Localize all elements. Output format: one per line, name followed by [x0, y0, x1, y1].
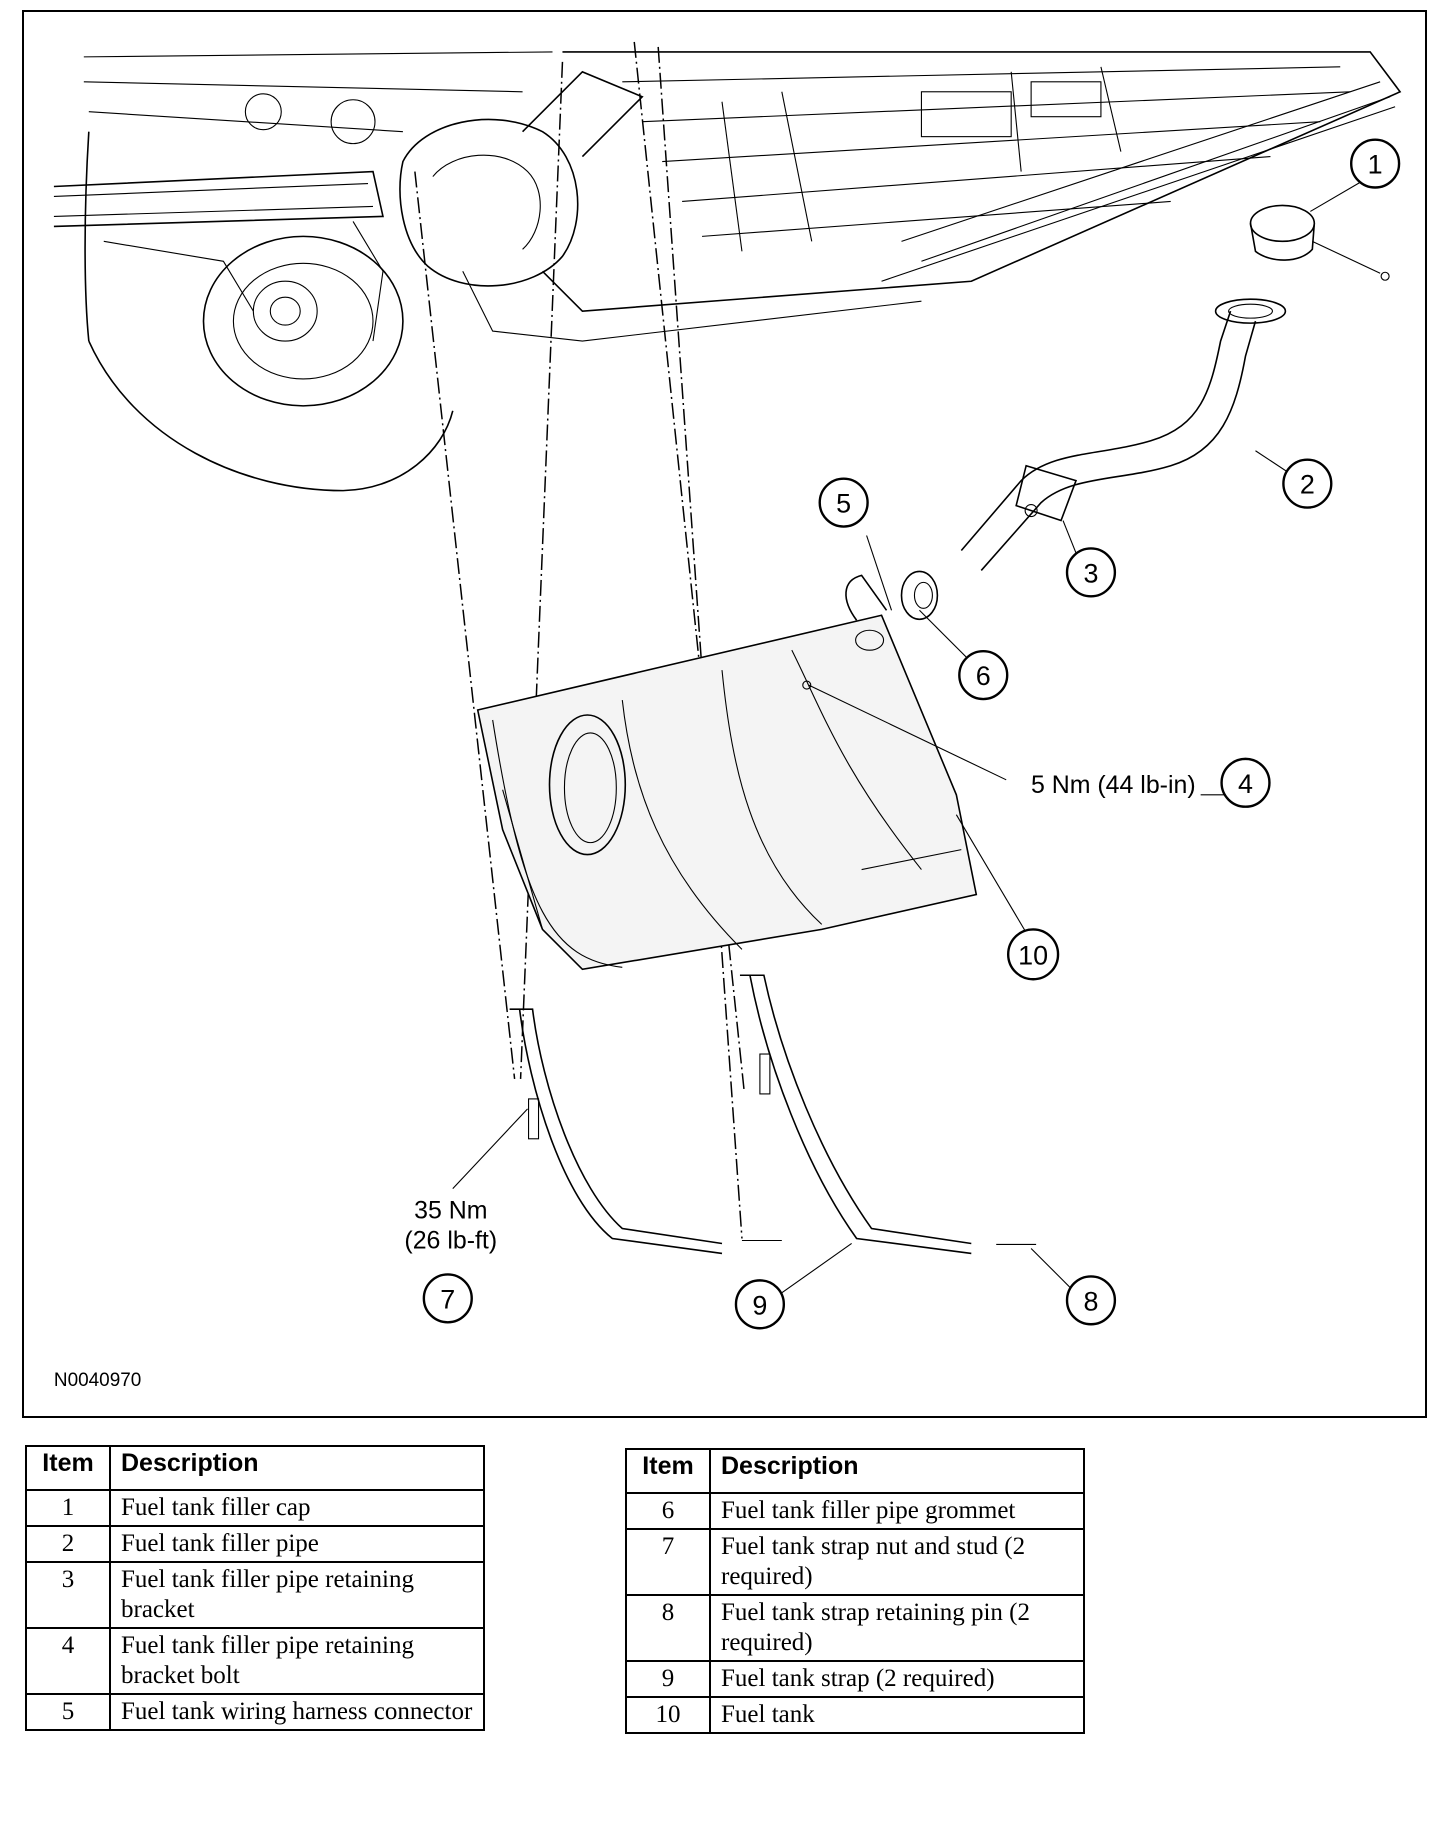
legend-table-left: Item Description 1 Fuel tank filler cap … — [25, 1445, 485, 1731]
callout-5-label: 5 — [836, 489, 851, 519]
item-description: Fuel tank filler cap — [109, 1489, 485, 1527]
item-number: 6 — [625, 1492, 711, 1530]
alignment-lines — [414, 41, 745, 1239]
table-row: 3 Fuel tank filler pipe retaining bracke… — [25, 1561, 485, 1629]
item-number: 2 — [25, 1525, 111, 1563]
fuel-tank-straps — [509, 974, 1037, 1255]
callout-8-label: 8 — [1083, 1286, 1098, 1316]
table-row: 4 Fuel tank filler pipe retaining bracke… — [25, 1627, 485, 1695]
figure-id: N0040970 — [54, 1370, 141, 1391]
fuel-tank — [476, 574, 978, 971]
callout-8: 8 — [1065, 1275, 1117, 1326]
callout-2: 2 — [1282, 458, 1333, 509]
vehicle-underbody — [53, 51, 1402, 492]
callout-7-label: 7 — [440, 1284, 455, 1314]
fuel-tank-filler-pipe — [960, 298, 1287, 571]
item-number: 3 — [25, 1561, 111, 1629]
header-description: Description — [709, 1448, 1085, 1494]
callout-9: 9 — [734, 1279, 786, 1330]
table-row: 10 Fuel tank — [625, 1696, 1085, 1734]
table-row: 2 Fuel tank filler pipe — [25, 1525, 485, 1563]
callout-7: 7 — [422, 1273, 473, 1324]
item-description: Fuel tank filler pipe — [109, 1525, 485, 1563]
table-row: 1 Fuel tank filler cap — [25, 1489, 485, 1527]
item-number: 1 — [25, 1489, 111, 1527]
table-row: 8 Fuel tank strap retaining pin (2 requi… — [625, 1594, 1085, 1662]
legend-table-right: Item Description 6 Fuel tank filler pipe… — [625, 1448, 1085, 1734]
item-description: Fuel tank strap (2 required) — [709, 1660, 1085, 1698]
legend-header-row: Item Description — [625, 1448, 1085, 1494]
callout-9-label: 9 — [752, 1290, 767, 1320]
fuel-tank-filler-cap — [1249, 204, 1390, 281]
item-description: Fuel tank filler pipe retaining bracket … — [109, 1627, 485, 1695]
item-description: Fuel tank wiring harness connector — [109, 1693, 485, 1731]
callout-10-label: 10 — [1018, 940, 1048, 970]
callout-6: 6 — [958, 649, 1009, 701]
item-number: 9 — [625, 1660, 711, 1698]
filler-pipe-grommet — [900, 570, 939, 621]
table-row: 5 Fuel tank wiring harness connector — [25, 1693, 485, 1731]
item-number: 10 — [625, 1696, 711, 1734]
fuel-tank-diagram: 1 2 3 4 5 6 7 8 — [53, 41, 1402, 1391]
torque-spec-stud-line1: 35 Nm — [414, 1197, 487, 1225]
callout-4: 4 — [1220, 757, 1271, 808]
item-number: 4 — [25, 1627, 111, 1695]
callout-3-label: 3 — [1083, 558, 1098, 588]
item-description: Fuel tank filler pipe grommet — [709, 1492, 1085, 1530]
callout-2-label: 2 — [1300, 470, 1315, 500]
legend-header-row: Item Description — [25, 1445, 485, 1491]
torque-spec-bolt: 5 Nm (44 lb-in) — [1031, 771, 1196, 799]
table-row: 6 Fuel tank filler pipe grommet — [625, 1492, 1085, 1530]
callout-5: 5 — [818, 477, 869, 528]
item-number: 8 — [625, 1594, 711, 1662]
torque-spec-stud-line2: (26 lb-ft) — [404, 1226, 497, 1254]
callout-1-label: 1 — [1368, 150, 1383, 180]
table-row: 7 Fuel tank strap nut and stud (2 requir… — [625, 1528, 1085, 1596]
table-row: 9 Fuel tank strap (2 required) — [625, 1660, 1085, 1698]
header-item: Item — [625, 1448, 711, 1494]
filler-pipe-retaining-bracket — [1015, 464, 1078, 522]
item-description: Fuel tank filler pipe retaining bracket — [109, 1561, 485, 1629]
callout-6-label: 6 — [976, 661, 991, 691]
callout-3: 3 — [1065, 547, 1117, 598]
callout-10: 10 — [1006, 928, 1060, 981]
item-description: Fuel tank strap nut and stud (2 required… — [709, 1528, 1085, 1596]
exploded-view-figure: 1 2 3 4 5 6 7 8 — [22, 10, 1427, 1418]
leader-lines — [452, 176, 1371, 1304]
callout-4-label: 4 — [1238, 769, 1253, 799]
item-description: Fuel tank strap retaining pin (2 require… — [709, 1594, 1085, 1662]
item-description: Fuel tank — [709, 1696, 1085, 1734]
item-number: 5 — [25, 1693, 111, 1731]
header-description: Description — [109, 1445, 485, 1491]
item-number: 7 — [625, 1528, 711, 1596]
header-item: Item — [25, 1445, 111, 1491]
callout-1: 1 — [1350, 138, 1401, 189]
